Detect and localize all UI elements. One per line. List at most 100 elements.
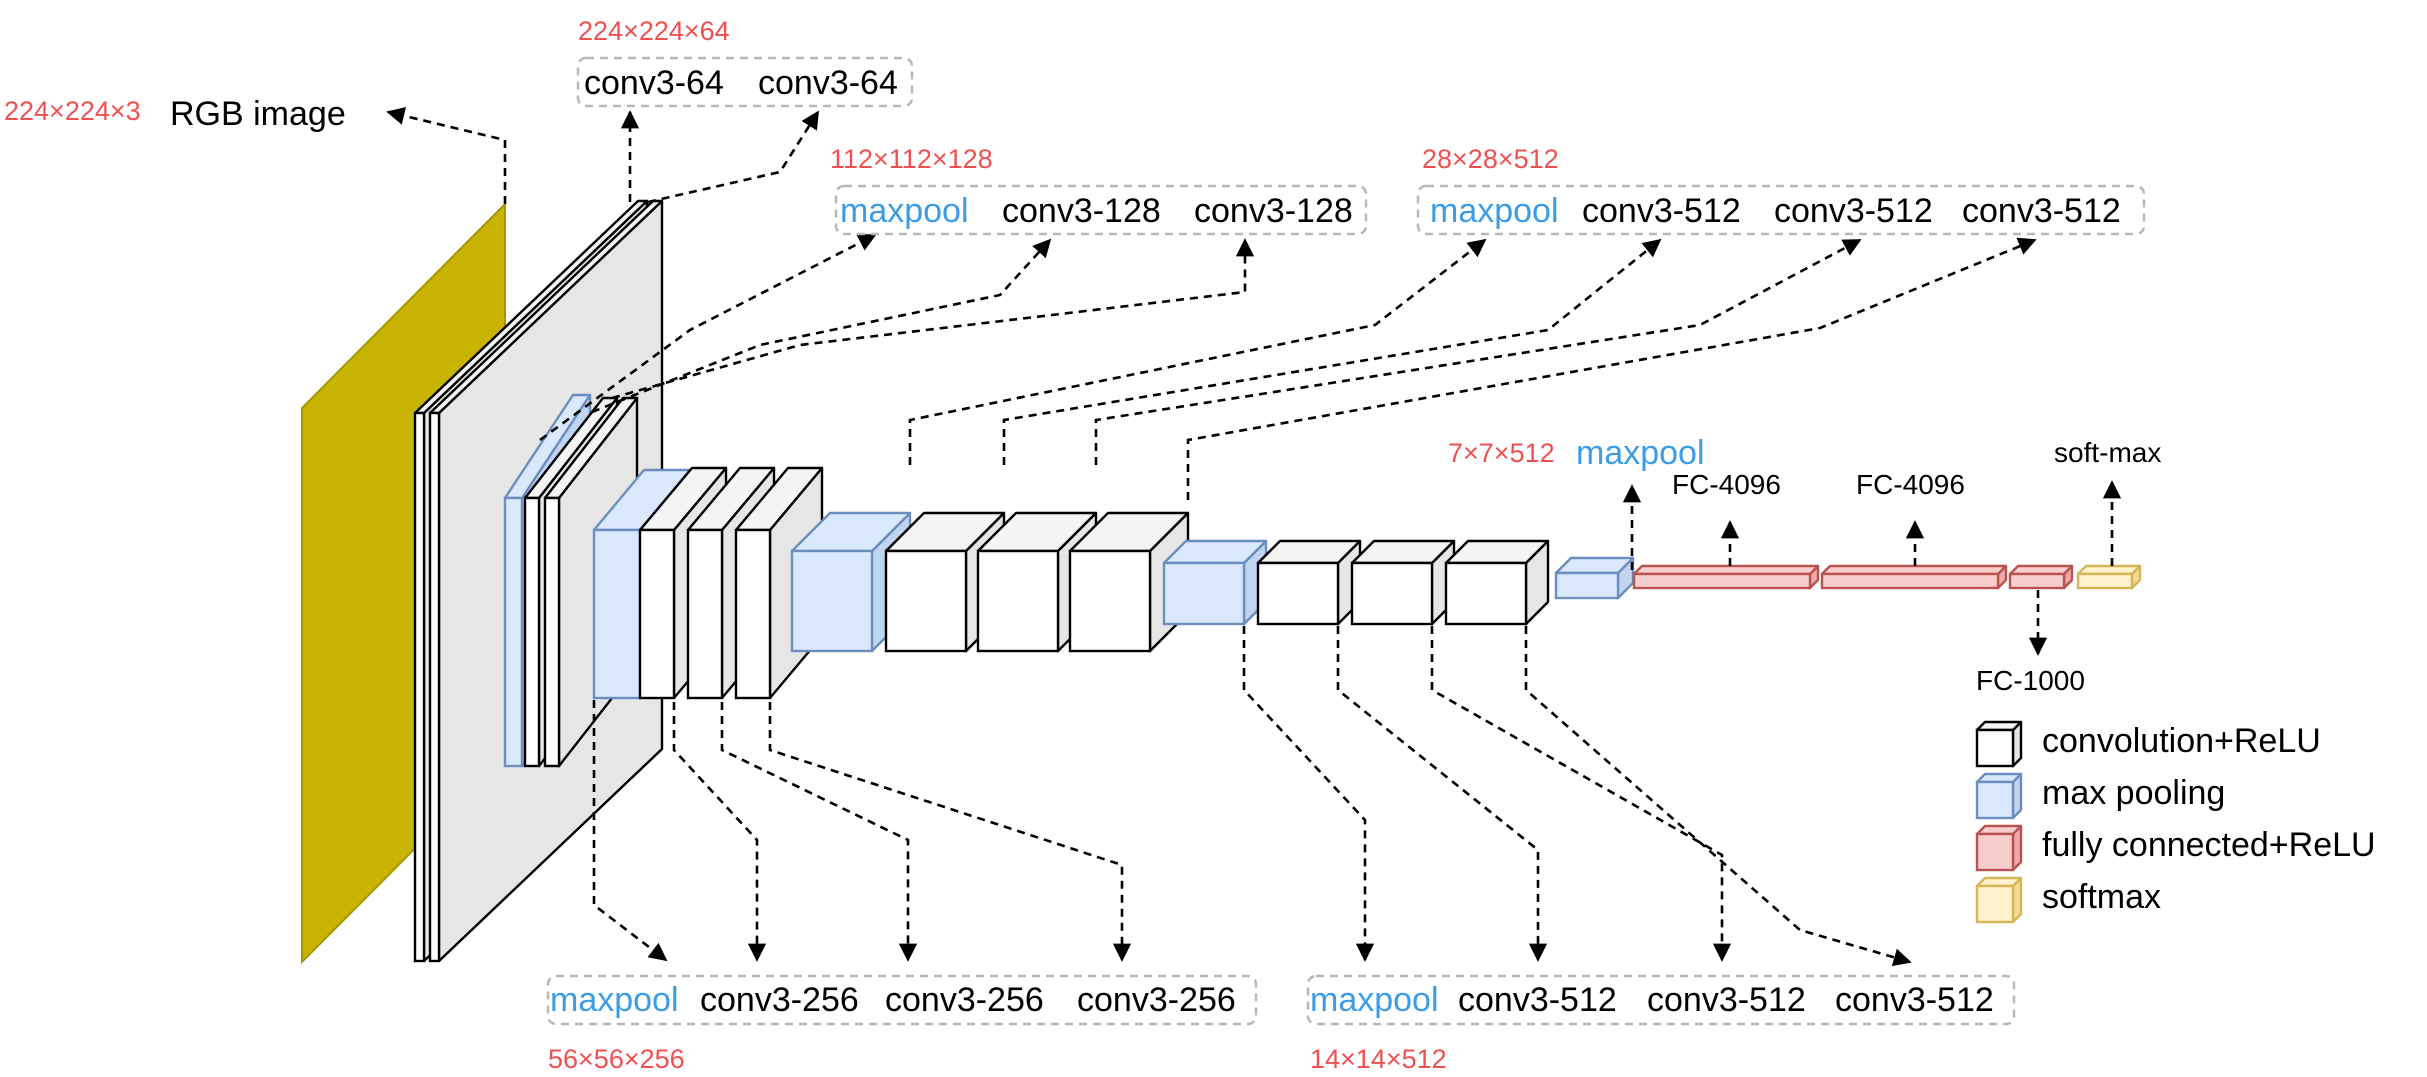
block2-maxpool-front (503, 496, 524, 768)
block3-conv-1-front (638, 528, 676, 700)
block5-conv-2-front (1350, 561, 1434, 626)
block3-dims: 56×56×256 (548, 1044, 685, 1074)
block4-conv-2-front (976, 549, 1060, 653)
block5-maxpool-front (1162, 561, 1246, 626)
block5-conv-3-front (1444, 561, 1528, 626)
fc2-layer (1820, 564, 2008, 590)
block4-maxpool: maxpool (1430, 192, 1559, 230)
arrow-block4-pool (908, 238, 1487, 465)
legend-fc-icon-top (1975, 824, 2023, 836)
block4-conv-3-front (1068, 549, 1152, 653)
block5-layer-3: conv3-512 (1835, 981, 1994, 1019)
block5-conv-3 (1444, 539, 1550, 626)
block5-maxpool: maxpool (1310, 981, 1439, 1019)
block4-layer-3: conv3-512 (1962, 192, 2121, 230)
arrow-block5-conv2 (1430, 626, 1732, 962)
block5-conv-1-front (1256, 561, 1340, 626)
arrow-block5-conv3 (1524, 626, 1912, 967)
arrow-block2-conv2 (611, 238, 1255, 400)
block2-layer-2: conv3-128 (1194, 192, 1353, 230)
legend-softmax-label: softmax (2042, 878, 2161, 916)
arrow-block5-pool (1242, 626, 1375, 962)
block1-conv-1-front (413, 411, 426, 963)
arrow-block4-conv2 (1094, 238, 1862, 465)
block4-conv-1-front (884, 549, 968, 653)
block3-maxpool: maxpool (550, 981, 679, 1019)
fc1-layer-top (1632, 564, 1820, 576)
fc2-layer-front (1820, 572, 2000, 590)
legend-pool-icon (1975, 772, 2023, 820)
block2-group-box (834, 184, 1368, 236)
block1-layer-2: conv3-64 (758, 64, 898, 102)
block3-conv-2-front (686, 528, 724, 700)
legend-conv-label: convolution+ReLU (2042, 722, 2321, 760)
block3-layer-2: conv3-256 (885, 981, 1044, 1019)
legend: convolution+ReLU max pooling fully conne… (1975, 720, 2376, 924)
final-maxpool-front (1554, 571, 1620, 600)
softmax-layer (2076, 564, 2142, 590)
legend-fc-icon-front (1975, 832, 2015, 872)
block1-dims: 224×224×64 (578, 16, 730, 46)
fc3-label: FC-1000 (1976, 665, 2085, 696)
fc1-layer-front (1632, 572, 1812, 590)
block2-conv-1-front (523, 496, 541, 768)
legend-softmax-icon-front (1975, 884, 2015, 924)
legend-conv-icon (1975, 720, 2023, 768)
softmax-label: soft-max (2054, 437, 2161, 468)
fc1-layer (1632, 564, 1820, 590)
fc1-label: FC-4096 (1672, 469, 1781, 500)
block4-layer-2: conv3-512 (1774, 192, 1933, 230)
legend-pool-icon-top (1975, 772, 2023, 784)
block4-dims: 28×28×512 (1422, 144, 1559, 174)
input-dims: 224×224×3 (4, 96, 141, 126)
softmax-layer-front (2076, 572, 2134, 590)
block5-layer-2: conv3-512 (1647, 981, 1806, 1019)
fc3-layer-top (2008, 564, 2074, 576)
arrow-block2-conv1 (591, 238, 1052, 414)
block1-group-box (576, 56, 914, 108)
legend-softmax-icon-top (1975, 876, 2023, 888)
arrow-block3-conv1 (672, 702, 767, 962)
fc3-layer-front (2008, 572, 2066, 590)
block4-group-box (1416, 184, 2146, 236)
arrow-block3-conv2 (720, 702, 918, 962)
block3-maxpool-front (592, 528, 642, 700)
arrow-block4-conv1 (1002, 238, 1662, 465)
block5-conv-2 (1350, 539, 1456, 626)
fc3-layer (2008, 564, 2074, 590)
block5-group-box (1306, 974, 2016, 1026)
block2-conv-2-front (543, 496, 561, 768)
connector-arrows (386, 106, 2122, 967)
arrow-block2-pool (539, 233, 877, 442)
block5-conv-1 (1256, 539, 1362, 626)
block4-maxpool-front (790, 549, 874, 653)
block5-dims: 14×14×512 (1310, 1044, 1447, 1074)
block1-conv-2-front (428, 411, 441, 963)
block1-layer-1: conv3-64 (584, 64, 724, 102)
final-maxpool-top (1554, 556, 1635, 575)
block2-maxpool: maxpool (840, 192, 969, 230)
final-pool-label: maxpool (1576, 434, 1705, 472)
block3-group-box (546, 974, 1258, 1026)
final-maxpool (1554, 556, 1635, 600)
legend-fc-icon (1975, 824, 2023, 872)
legend-pool-icon-front (1975, 780, 2015, 820)
block5-maxpool (1162, 539, 1268, 626)
input-label: RGB image (170, 95, 346, 133)
softmax-layer-top (2076, 564, 2142, 576)
arrow-block1-2 (647, 110, 820, 204)
block3-conv-3-front (734, 528, 772, 700)
arrow-block4-conv3 (1186, 237, 2037, 500)
arrow-block3-conv3 (768, 702, 1132, 962)
legend-pool-label: max pooling (2042, 774, 2225, 812)
block4-layer-1: conv3-512 (1582, 192, 1741, 230)
block2-layer-1: conv3-128 (1002, 192, 1161, 230)
fc2-layer-top (1820, 564, 2008, 576)
legend-softmax-icon (1975, 876, 2023, 924)
block3-layer-1: conv3-256 (700, 981, 859, 1019)
legend-fc-label: fully connected+ReLU (2042, 826, 2376, 864)
legend-conv-icon-top (1975, 720, 2023, 732)
legend-conv-icon-front (1975, 728, 2015, 768)
block2-dims: 112×112×128 (830, 144, 993, 174)
